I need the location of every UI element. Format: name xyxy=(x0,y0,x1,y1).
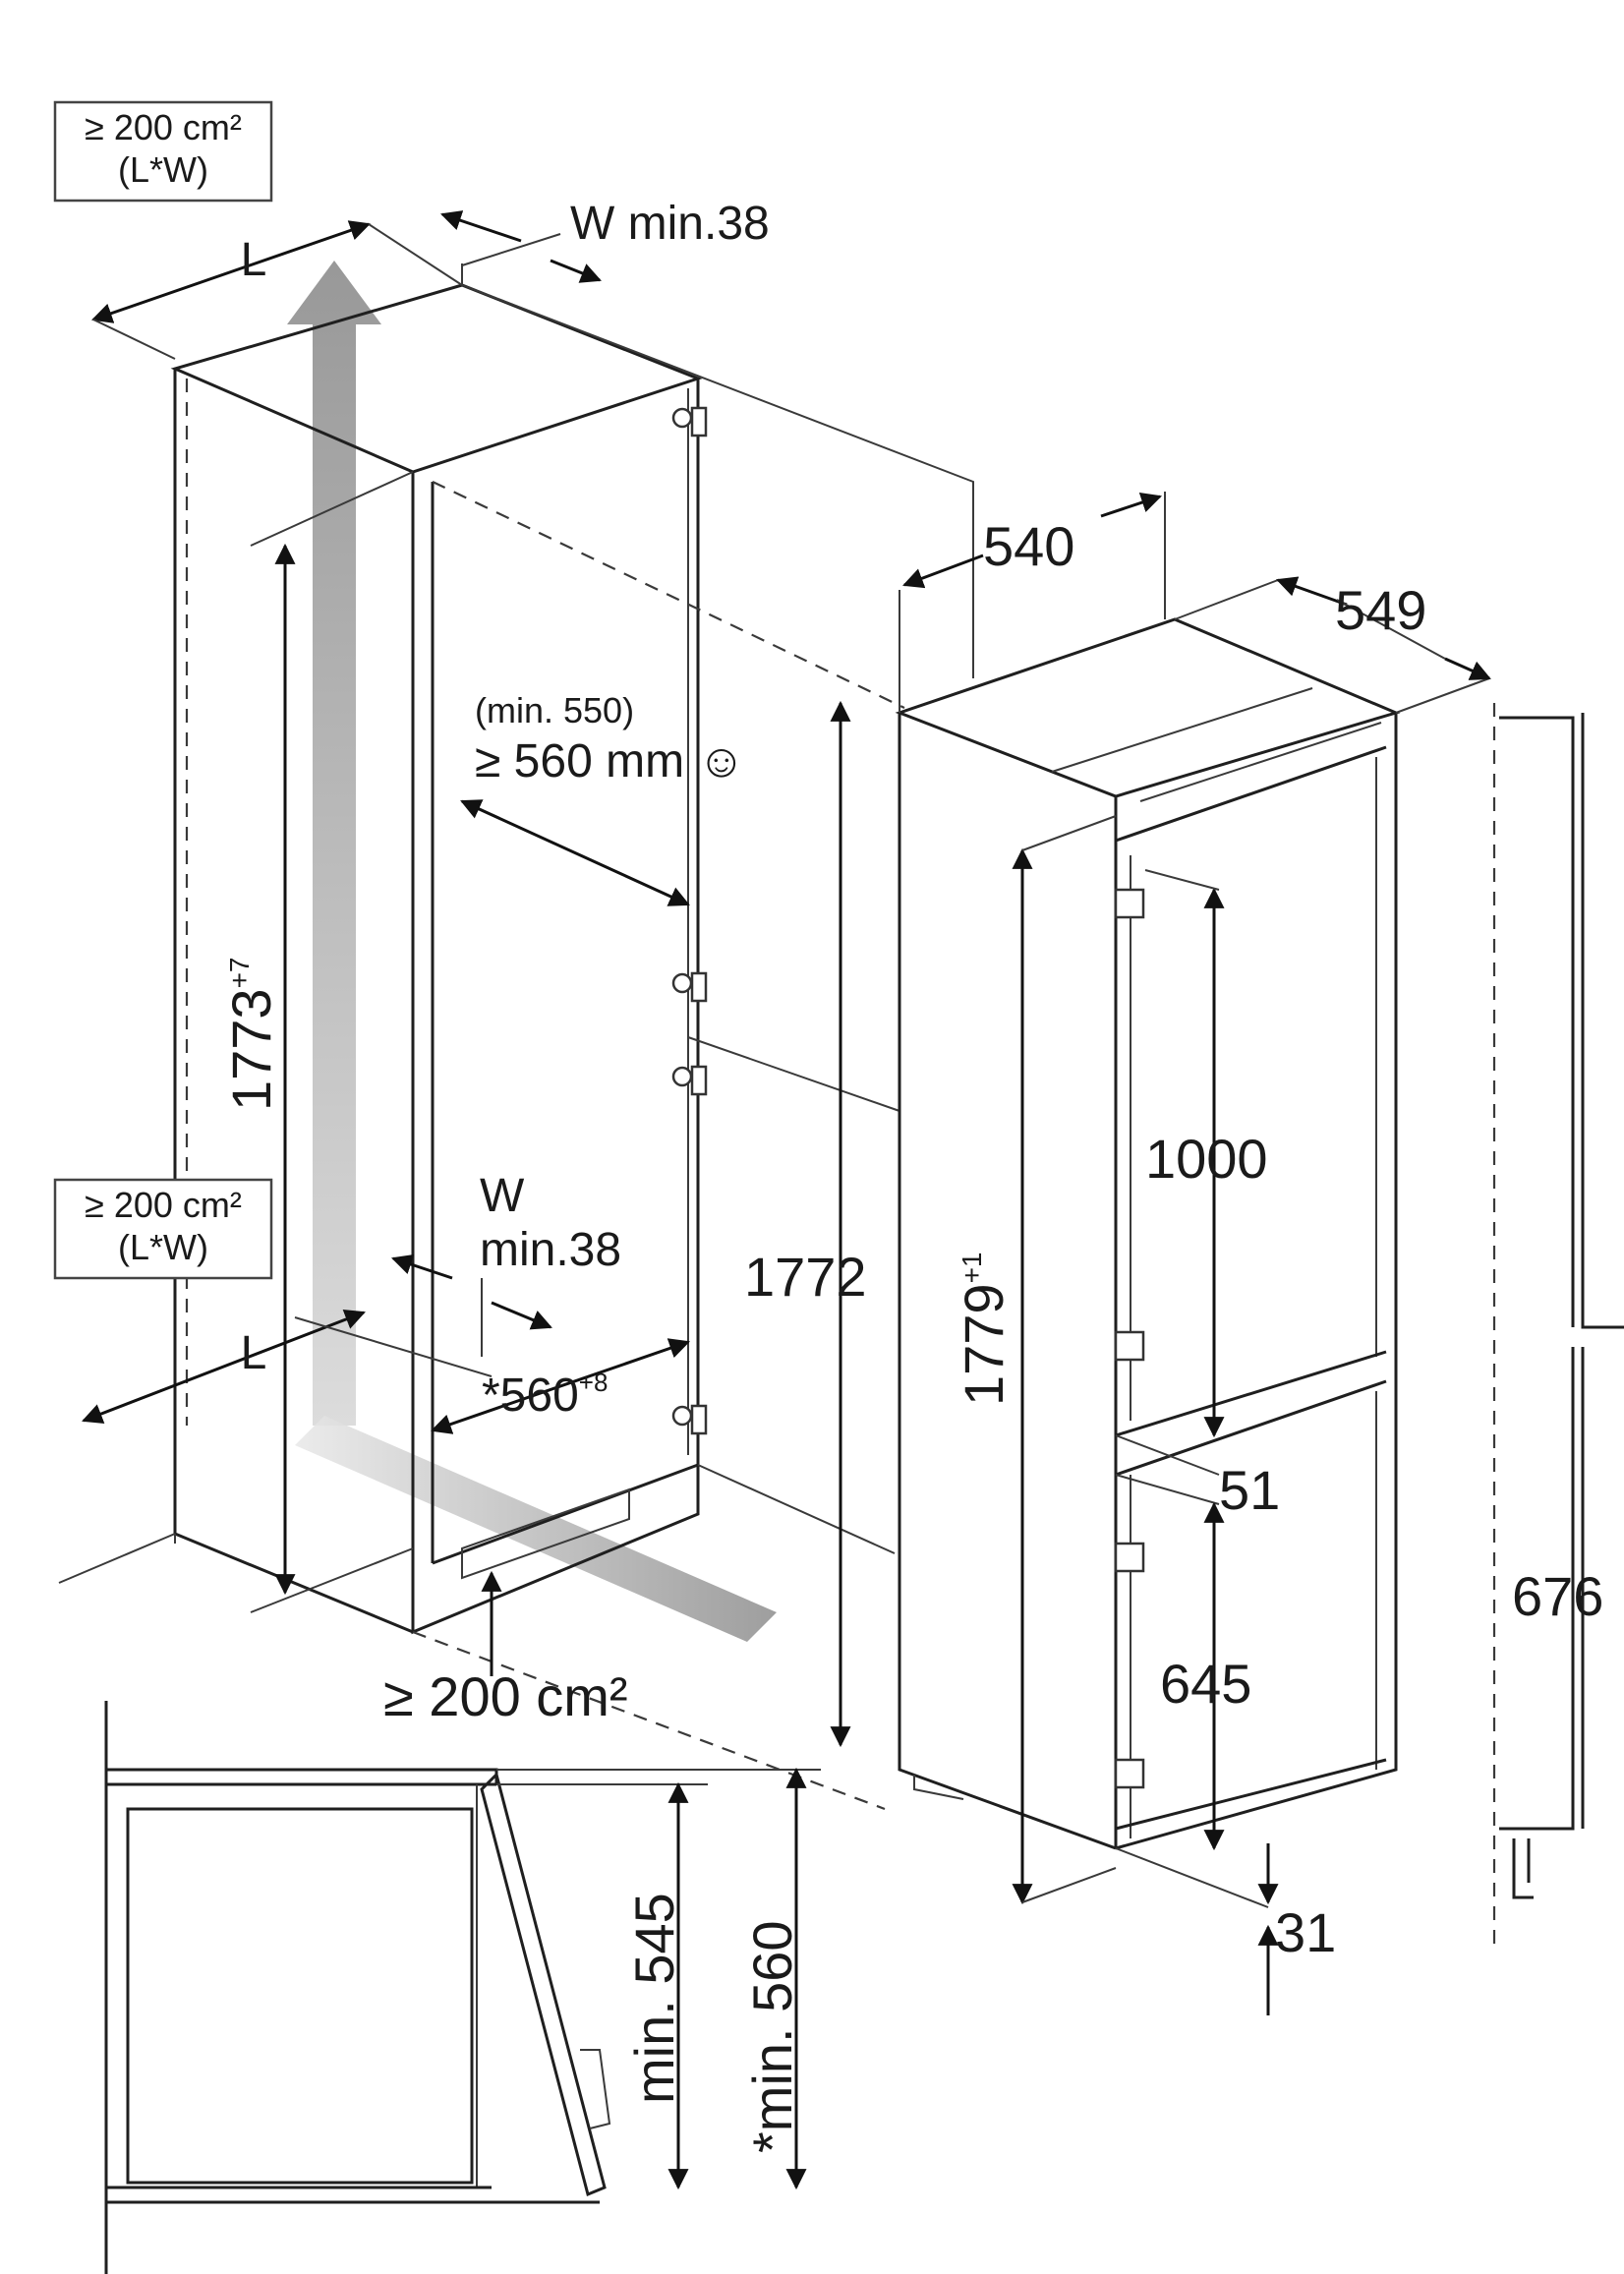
airflow-arrow-icon xyxy=(287,261,381,1426)
label-niche-height: 1773+7 xyxy=(220,957,282,1111)
label-min-545: min. 545 xyxy=(623,1893,685,2104)
vent-area-top-formula: (L*W) xyxy=(118,149,208,190)
side-section-view xyxy=(104,1701,821,2274)
appliance-hinge-icon xyxy=(1114,888,1145,1789)
svg-text:1779+1: 1779+1 xyxy=(953,1252,1015,1406)
vent-area-box-top: ≥ 200 cm² (L*W) xyxy=(53,100,273,203)
label-niche-depth-rec: ≥ 560 mm ☺ xyxy=(475,735,745,787)
svg-text:*min. 560: *min. 560 xyxy=(741,1920,803,2153)
label-l-top: L xyxy=(241,234,267,286)
svg-text:*560+8: *560+8 xyxy=(482,1368,608,1422)
vent-area-box-bottom: ≥ 200 cm² (L*W) xyxy=(53,1178,273,1280)
label-niche-width: *560+8 xyxy=(482,1368,608,1422)
vent-area-top-value: ≥ 200 cm² xyxy=(85,107,242,147)
label-dim-549: 549 xyxy=(1335,579,1426,641)
label-dim-31: 31 xyxy=(1275,1901,1336,1963)
hinge-icon xyxy=(671,406,708,1435)
svg-text:1773+7: 1773+7 xyxy=(220,957,282,1111)
label-w-bottom: W xyxy=(480,1170,525,1222)
label-dim-51: 51 xyxy=(1219,1459,1280,1521)
label-min-560: *min. 560 xyxy=(741,1920,803,2153)
label-plinth-vent: ≥ 200 cm² xyxy=(383,1665,628,1727)
label-dim-540: 540 xyxy=(983,515,1074,577)
label-dim-1772: 1772 xyxy=(744,1246,867,1308)
svg-text:min. 545: min. 545 xyxy=(623,1893,685,2104)
label-w-top: W min.38 xyxy=(570,198,770,250)
label-l-bottom: L xyxy=(241,1327,267,1379)
niche-cabinet xyxy=(58,210,974,1811)
label-w-bottom-min: min.38 xyxy=(480,1224,621,1276)
side-detail-partial xyxy=(1492,703,1624,1947)
label-dim-1000: 1000 xyxy=(1145,1128,1268,1190)
vent-area-bottom-value: ≥ 200 cm² xyxy=(85,1185,242,1225)
label-dim-645: 645 xyxy=(1160,1653,1251,1715)
fridge-appliance xyxy=(895,492,1491,2015)
label-niche-depth-min: (min. 550) xyxy=(475,690,634,730)
airflow-plinth-icon xyxy=(295,1416,777,1642)
vent-area-bottom-formula: (L*W) xyxy=(118,1227,208,1267)
label-appliance-height: 1779+1 xyxy=(953,1252,1015,1406)
label-dim-676: 676 xyxy=(1512,1565,1603,1627)
